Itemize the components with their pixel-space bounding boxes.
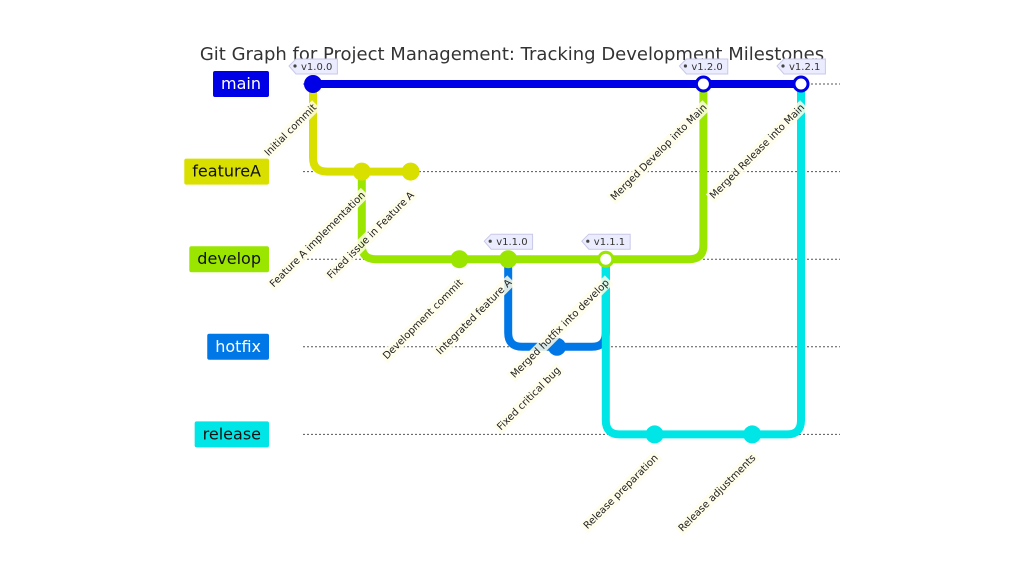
- branch-label-bg: [184, 158, 269, 185]
- branch-name: featureA: [192, 162, 261, 181]
- branch-label-bg: [189, 246, 269, 273]
- edge-c1-c2: [309, 80, 366, 176]
- tag-hole: [488, 239, 492, 243]
- commit-c10[interactable]: [743, 425, 762, 444]
- commit-label-bg: [606, 100, 711, 205]
- merge-commit-c9[interactable]: [694, 75, 712, 93]
- commit-c4[interactable]: [450, 250, 469, 269]
- commit-label-bg: [493, 363, 565, 435]
- branch-name: develop: [197, 249, 261, 268]
- diagram-title: Git Graph for Project Management: Tracki…: [200, 44, 824, 65]
- branch-label-bg: [213, 71, 269, 97]
- commit-label-c3: Fixed issue in Feature A: [323, 187, 419, 283]
- commit-c8[interactable]: [645, 425, 664, 444]
- tag-text: v1.2.1: [789, 62, 820, 73]
- edge-c2-c4: [357, 167, 464, 264]
- tag-text: v1.2.0: [691, 62, 722, 73]
- commit-label-bg: [674, 450, 760, 536]
- tag-v1-0-0: v1.0.0: [288, 58, 338, 75]
- tag-text: v1.1.0: [496, 237, 527, 248]
- branch-label-main: main: [213, 71, 269, 97]
- tag-hole: [293, 64, 297, 68]
- branch-label-release: release: [194, 421, 269, 448]
- branch-connections: [309, 80, 805, 439]
- merge-commit-c11[interactable]: [792, 75, 810, 93]
- commit-label-c11: Merged Release into Main: [705, 100, 809, 203]
- branch-label-bg: [194, 421, 269, 448]
- tag-v1-2-0: v1.2.0: [678, 58, 729, 75]
- commit-label-c7: Merged hotfix into develop: [506, 275, 614, 382]
- commit-label-bg: [265, 187, 370, 292]
- commit-label-c8: Release preparation: [579, 450, 663, 534]
- commit-message: Development commit: [381, 277, 465, 361]
- commit-message: Release adjustments: [677, 453, 759, 535]
- commit-message: Merged Release into Main: [708, 102, 807, 201]
- commit-label-c4: Development commit: [379, 275, 467, 364]
- tag-hole: [683, 64, 688, 68]
- commit-nodes: [304, 75, 810, 444]
- tag-v1-2-1: v1.2.1: [776, 58, 826, 75]
- commit-message: Fixed issue in Feature A: [325, 190, 416, 281]
- branch-label-develop: develop: [189, 246, 269, 273]
- commit-label-bg: [323, 187, 419, 283]
- edge-c7-c8: [601, 255, 659, 439]
- branch-name: hotfix: [215, 337, 261, 356]
- version-tags: v1.0.0 v1.1.0 v1.1.1 v1.2.0 v1.2.1: [288, 58, 826, 250]
- tag-text: v1.0.0: [301, 62, 332, 73]
- tag-hole: [781, 64, 785, 68]
- branch-name: main: [221, 74, 261, 93]
- commit-label-c5: Integrated feature A: [432, 275, 516, 359]
- commit-label-c9: Merged Develop into Main: [606, 100, 711, 205]
- commit-message: Merged hotfix into develop: [509, 278, 612, 381]
- branch-label-hotfix: hotfix: [207, 333, 269, 360]
- branch-name: release: [203, 424, 261, 443]
- commit-c1[interactable]: [304, 75, 322, 93]
- tag-shape: [776, 58, 826, 75]
- commit-label-bg: [705, 100, 809, 203]
- branch-labels: main featureA develop hotfix release: [184, 71, 269, 448]
- tag-text: v1.1.1: [594, 237, 625, 248]
- commit-label-bg: [260, 100, 321, 161]
- branch-label-featurea: featureA: [184, 158, 269, 185]
- commit-c3[interactable]: [401, 162, 420, 181]
- commit-label-c6: Fixed critical bug: [493, 363, 565, 435]
- commit-label-c10: Release adjustments: [674, 450, 760, 536]
- commit-message: Fixed critical bug: [495, 365, 563, 433]
- tag-shape: [483, 233, 534, 250]
- commit-message: Release preparation: [582, 453, 661, 532]
- tag-shape: [288, 58, 338, 75]
- commit-label-c2: Feature A implementation: [265, 187, 370, 292]
- tag-shape: [581, 233, 631, 250]
- tag-v1-1-0: v1.1.0: [483, 233, 534, 250]
- edge-c7-c9: [601, 80, 708, 264]
- commit-message: Feature A implementation: [268, 190, 368, 290]
- branch-label-bg: [207, 333, 269, 360]
- commit-label-bg: [379, 275, 467, 364]
- merge-commit-c7[interactable]: [597, 250, 615, 268]
- commit-message: Merged Develop into Main: [609, 102, 710, 203]
- commit-c2[interactable]: [352, 162, 371, 181]
- commit-c5[interactable]: [499, 250, 518, 269]
- edge-c10-c11: [748, 80, 805, 439]
- tag-hole: [586, 239, 590, 243]
- edge-c5-c6: [504, 255, 561, 351]
- tag-shape: [678, 58, 729, 75]
- tag-v1-1-1: v1.1.1: [581, 233, 631, 250]
- commit-label-bg: [432, 275, 516, 359]
- commit-label-bg: [579, 450, 663, 534]
- commit-label-bg: [506, 275, 614, 382]
